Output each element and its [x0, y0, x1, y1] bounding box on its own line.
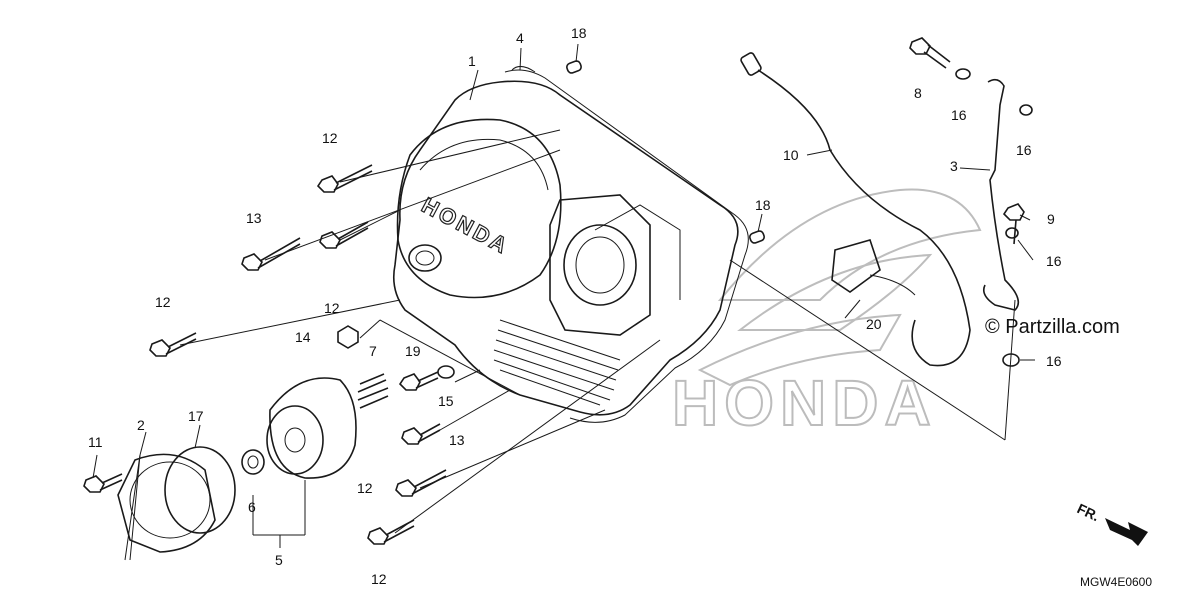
callout-7: 7 — [369, 343, 377, 359]
honda-watermark-logo: HONDA — [671, 188, 982, 440]
bolt-12-left — [149, 332, 197, 357]
watermark-brand-text: HONDA — [672, 367, 937, 439]
spring-7 — [357, 373, 389, 409]
callout-12-b: 12 — [324, 300, 340, 316]
washer-16-b — [1019, 104, 1033, 116]
callout-12-a: 12 — [322, 130, 338, 146]
callout-12-c: 12 — [155, 294, 171, 310]
washer-16-a — [955, 68, 971, 80]
flange-bolts — [83, 164, 455, 545]
callout-19: 19 — [405, 343, 421, 359]
copyright-watermark: © Partzilla.com — [985, 316, 1120, 338]
dowel-pin-18-right — [749, 230, 765, 244]
bolt-13-left — [241, 237, 301, 271]
leader-lines — [92, 43, 1035, 561]
bolt-12-low — [395, 469, 447, 497]
callout-16-c: 16 — [1046, 253, 1062, 269]
callout-15: 15 — [438, 393, 454, 409]
callout-20: 20 — [866, 316, 882, 332]
front-direction-marker: FR. — [1075, 500, 1148, 546]
sensor-20 — [831, 239, 881, 293]
cover-fins — [493, 319, 621, 406]
oil-filter-assembly — [241, 373, 389, 479]
callout-12-d: 12 — [357, 480, 373, 496]
callout-12-e: 12 — [371, 571, 387, 587]
callout-18-a: 18 — [571, 25, 587, 41]
wire-harness-10 — [740, 52, 971, 367]
callout-10: 10 — [783, 147, 799, 163]
bolt-13-bottom — [401, 423, 441, 445]
callout-4: 4 — [516, 30, 524, 46]
callout-14: 14 — [295, 329, 311, 345]
callout-16-b: 16 — [1016, 142, 1032, 158]
gasket-and-dowels — [511, 60, 765, 244]
cover-brand-text: HONDA — [418, 192, 514, 259]
front-arrow-icon — [1105, 518, 1148, 546]
callout-6: 6 — [248, 499, 256, 515]
dowel-pin-18-top — [566, 60, 582, 74]
diagram-code: MGW4E0600 — [1080, 575, 1152, 589]
callout-17: 17 — [188, 408, 204, 424]
bolt-9 — [1002, 203, 1025, 245]
callout-2: 2 — [137, 417, 145, 433]
bolt-8 — [909, 37, 951, 69]
o-ring-17 — [164, 446, 236, 534]
callout-16-a: 16 — [951, 107, 967, 123]
breather-tube-3 — [909, 37, 1033, 367]
callout-16-d: 16 — [1046, 353, 1062, 369]
callout-11: 11 — [88, 434, 103, 450]
oil-filter-5 — [266, 405, 324, 475]
bolt-12-top — [316, 164, 373, 193]
oil-filter-cover — [117, 446, 236, 553]
seal-6 — [241, 449, 265, 475]
callout-5: 5 — [275, 552, 283, 568]
callout-18-b: 18 — [755, 197, 771, 213]
washer-15 — [437, 365, 455, 379]
callout-13-a: 13 — [246, 210, 262, 226]
callout-labels: 1 2 3 4 5 6 7 8 9 10 11 12 12 12 12 12 1… — [88, 25, 1062, 587]
callout-13-b: 13 — [449, 432, 465, 448]
callout-8: 8 — [914, 85, 922, 101]
bolt-11 — [83, 473, 123, 493]
callout-9: 9 — [1047, 211, 1055, 227]
callout-3: 3 — [950, 158, 958, 174]
callout-1: 1 — [468, 53, 476, 69]
front-direction-label: FR. — [1075, 500, 1102, 524]
nut-14 — [337, 325, 359, 349]
washer-16-c — [1005, 227, 1019, 239]
bolt-12-mid — [319, 221, 369, 249]
bolt-19 — [398, 371, 439, 391]
